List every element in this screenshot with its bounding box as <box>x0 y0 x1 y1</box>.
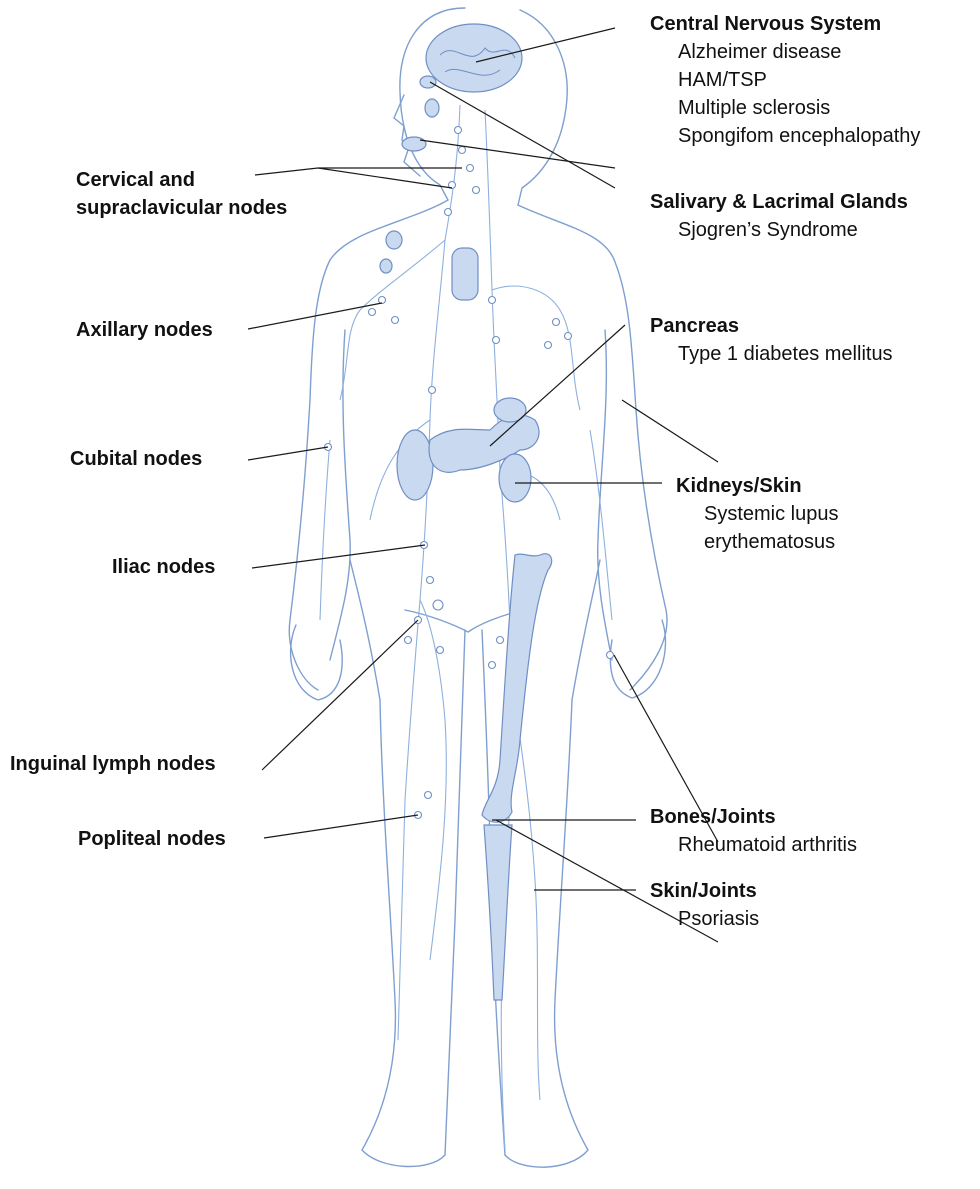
right-hand <box>610 620 665 698</box>
brain <box>426 24 522 92</box>
item-psoriasis: Psoriasis <box>650 905 759 933</box>
femur <box>482 554 552 822</box>
tonsil-left <box>386 231 402 249</box>
item-type1-diabetes: Type 1 diabetes mellitus <box>650 340 893 368</box>
leader-salivary-2 <box>420 140 615 168</box>
right-arm-inner <box>598 330 612 660</box>
thymus <box>452 248 478 300</box>
left-leg-inner <box>445 630 465 1155</box>
salivary-gland-2 <box>402 137 426 151</box>
heading-salivary: Salivary & Lacrimal Glands <box>650 188 908 216</box>
heading-kidneys: Kidneys/Skin <box>676 472 839 500</box>
heading-bones: Bones/Joints <box>650 803 857 831</box>
item-ham-tsp: HAM/TSP <box>650 66 920 94</box>
left-leg-outer <box>362 700 445 1166</box>
spleen <box>397 430 433 500</box>
left-arm-inner <box>330 330 350 660</box>
label-iliac: Iliac nodes <box>112 553 215 581</box>
tonsil-right <box>380 259 392 273</box>
cervical-line-2: supraclavicular nodes <box>76 194 287 222</box>
tibia <box>484 825 512 1000</box>
item-alzheimer: Alzheimer disease <box>650 38 920 66</box>
label-bones-joints: Bones/Joints Rheumatoid arthritis <box>650 803 857 859</box>
leader-cubital <box>248 447 328 460</box>
organs <box>380 24 552 1000</box>
face-profile <box>394 95 420 176</box>
right-hip <box>572 560 600 700</box>
pelvis <box>405 610 525 632</box>
item-rheumatoid: Rheumatoid arthritis <box>650 831 857 859</box>
heading-pancreas: Pancreas <box>650 312 893 340</box>
cervical-line-1: Cervical and <box>76 166 287 194</box>
item-lupus-1: Systemic lupus <box>676 500 839 528</box>
lymph-nodes <box>325 127 614 819</box>
label-inguinal: Inguinal lymph nodes <box>10 750 216 778</box>
leader-iliac <box>252 545 425 568</box>
label-axillary: Axillary nodes <box>76 316 213 344</box>
heading-skin: Skin/Joints <box>650 877 759 905</box>
right-leg-outer <box>505 700 588 1167</box>
item-sjogren: Sjogren’s Syndrome <box>650 216 908 244</box>
lacrimal-gland <box>420 76 436 88</box>
label-pancreas: Pancreas Type 1 diabetes mellitus <box>650 312 893 368</box>
leader-kidneys-arm <box>622 400 718 462</box>
leader-popliteal <box>264 815 418 838</box>
item-multiple-sclerosis: Multiple sclerosis <box>650 94 920 122</box>
kidney <box>499 454 531 502</box>
label-cubital: Cubital nodes <box>70 445 202 473</box>
left-hip <box>350 560 380 700</box>
item-spongiform: Spongifom encephalopathy <box>650 122 920 150</box>
label-salivary-lacrimal: Salivary & Lacrimal Glands Sjogren’s Syn… <box>650 188 908 244</box>
label-central-nervous-system: Central Nervous System Alzheimer disease… <box>650 10 920 150</box>
salivary-gland-1 <box>425 99 439 117</box>
label-skin-joints: Skin/Joints Psoriasis <box>650 877 759 933</box>
leader-lines <box>248 28 718 942</box>
label-kidneys-skin: Kidneys/Skin Systemic lupus erythematosu… <box>676 472 839 556</box>
leader-salivary-1 <box>430 82 615 188</box>
label-popliteal: Popliteal nodes <box>78 825 226 853</box>
body-outline <box>289 8 667 1167</box>
label-cervical: Cervical and supraclavicular nodes <box>76 166 287 222</box>
leader-cervical-3 <box>318 168 452 188</box>
heading-cns: Central Nervous System <box>650 10 920 38</box>
item-lupus-2: erythematosus <box>676 528 839 556</box>
